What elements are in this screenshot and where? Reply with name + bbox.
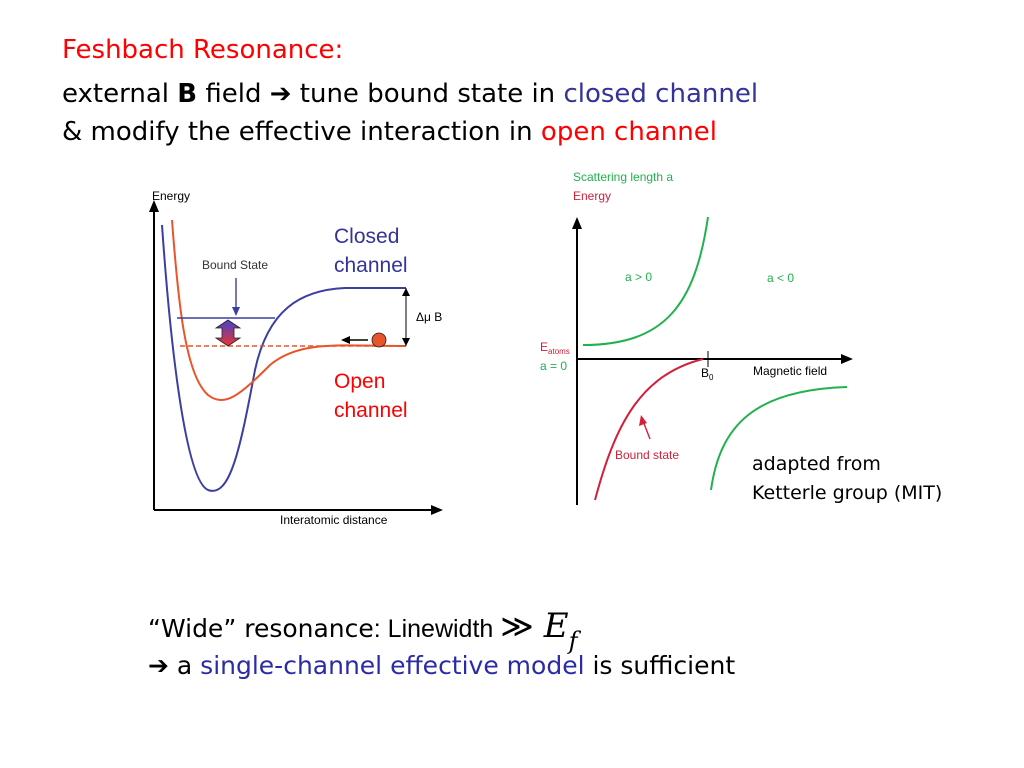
region-a-positive-label: a > 0	[625, 270, 652, 284]
math-e: E	[543, 606, 569, 646]
bound-state-pointer-head-icon	[639, 415, 647, 426]
scattering-length-axis-label: Scattering length a	[573, 170, 673, 184]
y-axis-arrow-icon	[572, 217, 582, 229]
energy-axis-label: Energy	[573, 189, 611, 203]
x-axis-arrow-icon	[431, 505, 443, 515]
closed-channel-phrase: closed channel	[563, 79, 759, 109]
title-heading: Feshbach Resonance:	[62, 35, 344, 65]
open-channel-label-line2: channel	[334, 399, 408, 422]
conclusion-a: a	[168, 651, 201, 680]
math-f-subscript: f	[568, 627, 578, 655]
title-line-3: & modify the effective interaction in op…	[62, 116, 717, 148]
scattering-length-right-branch	[710, 386, 848, 491]
open-channel-label: Open channel	[334, 367, 408, 425]
wide-resonance-line: “Wide” resonance: Linewidth ≫Ef	[148, 606, 578, 655]
title-line3-pre: & modify the effective interaction in	[62, 117, 541, 147]
potential-diagram: Energy Interatomic distance Bound State …	[149, 189, 443, 527]
coupling-double-arrow-icon	[214, 319, 242, 347]
arrow-icon: ➔	[148, 651, 169, 680]
title-line2-post: tune bound state in	[291, 79, 564, 109]
e-atoms-label: Eatoms	[540, 340, 570, 356]
delta-bracket-bottom-icon	[402, 338, 410, 346]
title-line2-mid: field	[197, 79, 270, 109]
bound-state-label: Bound State	[202, 258, 268, 272]
title-line-2: external B field ➔ tune bound state in c…	[62, 78, 758, 110]
conclusion-post: is sufficient	[584, 651, 736, 680]
title-line2-bold: B	[177, 79, 198, 109]
bound-state-energy-curve	[594, 358, 704, 501]
energy-axis-label: Energy	[152, 189, 190, 203]
delta-bracket-top-icon	[402, 288, 410, 296]
closed-channel-curve	[161, 224, 406, 492]
attribution-line2: Ketterle group (MIT)	[752, 482, 943, 504]
distance-axis-label: Interatomic distance	[280, 513, 388, 527]
much-greater-symbol: ≫	[500, 607, 534, 645]
b0-label: B0	[701, 366, 714, 382]
open-channel-label-line1: Open	[334, 370, 386, 393]
closed-channel-label-line1: Closed	[334, 225, 400, 248]
title-line2-pre: external	[62, 79, 178, 109]
closed-channel-label-line2: channel	[334, 254, 408, 277]
atom-icon	[371, 332, 387, 348]
arrow-icon: ➔	[269, 79, 292, 109]
magnetic-field-axis-label: Magnetic field	[753, 364, 827, 378]
region-a-negative-label: a < 0	[767, 271, 794, 285]
y-axis-arrow-icon	[149, 200, 159, 212]
linewidth-text: : Linewidth	[373, 615, 501, 643]
bound-state-label: Bound state	[615, 448, 679, 462]
slide-title: Feshbach Resonance:	[62, 34, 343, 66]
a-zero-label: a = 0	[540, 359, 567, 373]
delta-mu-b-label: Δμ B	[416, 310, 442, 324]
bound-state-pointer-head-icon	[232, 307, 240, 316]
attribution: adapted from Ketterle group (MIT)	[752, 450, 942, 508]
x-axis-arrow-icon	[841, 354, 853, 364]
scattering-length-left-branch	[582, 216, 709, 346]
single-channel-phrase: single-channel effective model	[200, 651, 585, 680]
open-channel-phrase: open channel	[540, 117, 717, 147]
scattering-length-diagram: Scattering length a Energy Magnetic fiel…	[540, 170, 853, 505]
atom-motion-arrow-head-icon	[341, 336, 350, 344]
attribution-line1: adapted from	[752, 453, 881, 475]
closed-channel-label: Closed channel	[334, 222, 408, 280]
conclusion-line: ➔ a single-channel effective model is su…	[148, 648, 735, 684]
wide-resonance-phrase: “Wide” resonance	[148, 614, 374, 643]
